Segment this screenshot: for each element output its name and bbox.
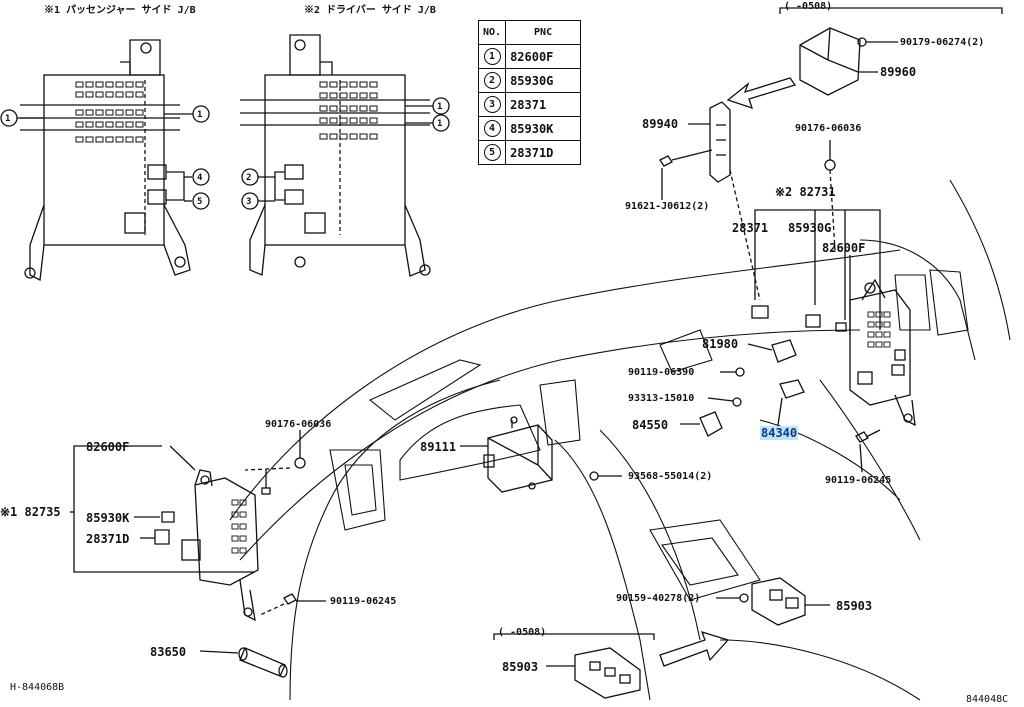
part-label-90176-top: 90176-06036 bbox=[795, 123, 862, 134]
part-81980 bbox=[747, 339, 797, 363]
callout-2: 2 bbox=[246, 173, 252, 183]
part-label-84550: 84550 bbox=[632, 418, 669, 432]
table-row: 3 28371 bbox=[477, 92, 582, 117]
dashboard-outline bbox=[229, 179, 1011, 701]
passenger-jb-header: ※1 パッセンジャー サイド J/B bbox=[44, 5, 196, 16]
part-85903-b bbox=[546, 647, 641, 699]
col-no: NO. bbox=[477, 20, 507, 45]
row-no: 4 bbox=[483, 120, 501, 137]
part-label-85930g: 85930G bbox=[788, 221, 832, 235]
row-pnc: 85930G bbox=[505, 68, 582, 93]
arrow-to-89940 bbox=[726, 77, 797, 110]
part-label-81980: 81980 bbox=[702, 337, 739, 351]
col-pnc: PNC bbox=[505, 20, 582, 45]
row-pnc: 28371D bbox=[505, 140, 582, 165]
nut-90176-left bbox=[244, 430, 306, 471]
module-89111 bbox=[460, 416, 553, 493]
table-row: 5 28371D bbox=[477, 140, 582, 165]
switch-84340 bbox=[777, 379, 805, 426]
dash-junction-block bbox=[849, 278, 916, 427]
driver-junction-block bbox=[240, 34, 450, 277]
part-label-90159: 90159-40278(2) bbox=[616, 593, 701, 604]
callout-1-left: 1 bbox=[5, 114, 11, 124]
footer-code-left: H-844068B bbox=[10, 682, 65, 693]
part-label-91621: 91621-J0612(2) bbox=[625, 201, 710, 212]
part-label-84340-text: 84340 bbox=[760, 426, 799, 440]
part-label-82735: ※1 82735 bbox=[0, 505, 61, 519]
table-row: 4 85930K bbox=[477, 116, 582, 141]
callout-4: 4 bbox=[197, 173, 203, 183]
part-label-90119-06245-right: 90119-06245 bbox=[825, 475, 892, 486]
part-label-89940: 89940 bbox=[642, 117, 679, 131]
part-label-85930k: 85930K bbox=[86, 511, 130, 525]
table-row: 1 82600F bbox=[477, 44, 582, 69]
part-label-28371d: 28371D bbox=[86, 532, 130, 546]
bracket-82735 bbox=[70, 445, 254, 573]
relay-82600f bbox=[835, 322, 847, 332]
range-label-top: ( -0508) bbox=[784, 1, 833, 12]
row-pnc: 85930K bbox=[505, 116, 582, 141]
row-pnc: 82600F bbox=[505, 44, 582, 69]
clip-93313 bbox=[707, 397, 742, 407]
bolt-93568 bbox=[589, 471, 622, 481]
part-label-93568: 93568-55014(2) bbox=[628, 471, 713, 482]
bolt-90119-06245-left bbox=[259, 593, 326, 616]
row-no: 5 bbox=[483, 144, 501, 161]
part-85903-a bbox=[716, 577, 830, 626]
row-pnc: 28371 bbox=[505, 92, 582, 117]
relay-85930g bbox=[805, 314, 821, 328]
part-label-82600f-left: 82600F bbox=[86, 440, 130, 454]
part-label-89111: 89111 bbox=[420, 440, 457, 454]
part-label-83650: 83650 bbox=[150, 645, 187, 659]
part-label-84340: 84340 bbox=[760, 426, 799, 440]
callout-1-right: 1 bbox=[437, 102, 443, 112]
range-label-bottom: ( -0508) bbox=[498, 627, 547, 638]
part-label-90119-06245-left: 90119-06245 bbox=[330, 596, 397, 607]
range-bracket-bottom bbox=[493, 633, 655, 640]
relay-28371 bbox=[751, 305, 769, 319]
range-bracket-top bbox=[779, 7, 1003, 14]
part-label-90119-06390: 90119-06390 bbox=[628, 367, 695, 378]
callout-3: 3 bbox=[246, 197, 252, 207]
driver-jb-header: ※2 ドライバー サイド J/B bbox=[304, 5, 436, 16]
pnc-table: NO. PNC 1 82600F 2 85930G 3 28371 4 8593… bbox=[477, 20, 582, 165]
passenger-junction-block bbox=[0, 39, 210, 281]
part-label-90179: 90179-06274(2) bbox=[900, 37, 985, 48]
part-label-85903-bottom: 85903 bbox=[502, 660, 539, 674]
part-label-85903-right: 85903 bbox=[836, 599, 873, 613]
row-no: 2 bbox=[483, 72, 501, 89]
part-84550 bbox=[680, 411, 723, 437]
nut-90176-top bbox=[824, 140, 836, 251]
part-label-82600f-right: 82600F bbox=[822, 241, 866, 255]
callout-5: 5 bbox=[197, 197, 203, 207]
bracket-89940 bbox=[659, 101, 761, 301]
table-row: 2 85930G bbox=[477, 68, 582, 93]
footer-code-right: 844048C bbox=[966, 694, 1009, 705]
part-label-93313: 93313-15010 bbox=[628, 393, 695, 404]
bolt-90119-06245-right bbox=[855, 429, 881, 473]
row-no: 1 bbox=[483, 48, 501, 65]
part-83650 bbox=[199, 647, 288, 678]
part-label-82731: ※2 82731 bbox=[775, 185, 836, 199]
bolt-90119-06390 bbox=[720, 367, 745, 377]
part-label-89960: 89960 bbox=[880, 65, 917, 79]
left-junction-block bbox=[181, 469, 271, 622]
module-89960 bbox=[799, 27, 898, 96]
callout-1-left-b: 1 bbox=[197, 110, 203, 120]
row-no: 3 bbox=[483, 96, 501, 113]
callout-1-right-b: 1 bbox=[437, 119, 443, 129]
part-label-90176-left: 90176-06036 bbox=[265, 419, 332, 430]
part-label-28371: 28371 bbox=[732, 221, 769, 235]
pnc-table-header: NO. PNC bbox=[477, 20, 582, 45]
arrow-to-85903 bbox=[659, 630, 730, 667]
